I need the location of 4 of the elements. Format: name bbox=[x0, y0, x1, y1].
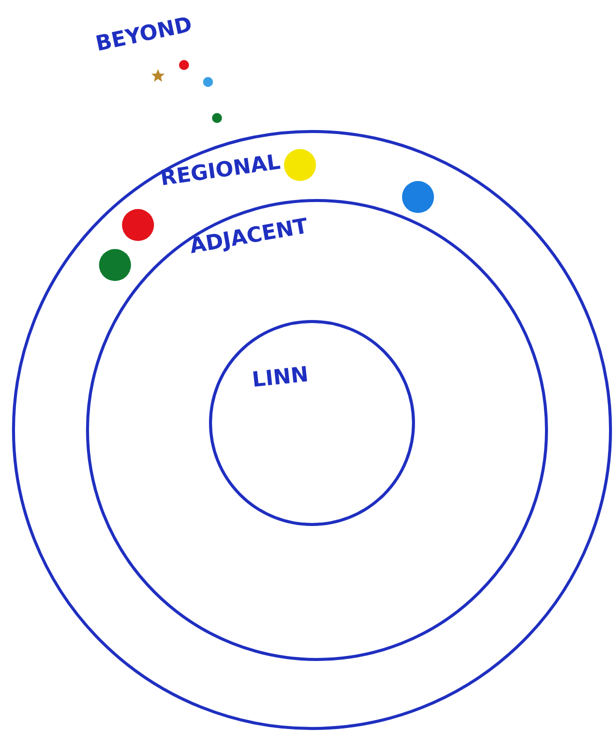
zone-label: LINN bbox=[250, 362, 310, 392]
zone-label: REGIONAL bbox=[158, 150, 282, 190]
zone-circle bbox=[209, 320, 415, 526]
zone-label: BEYOND bbox=[94, 12, 194, 56]
